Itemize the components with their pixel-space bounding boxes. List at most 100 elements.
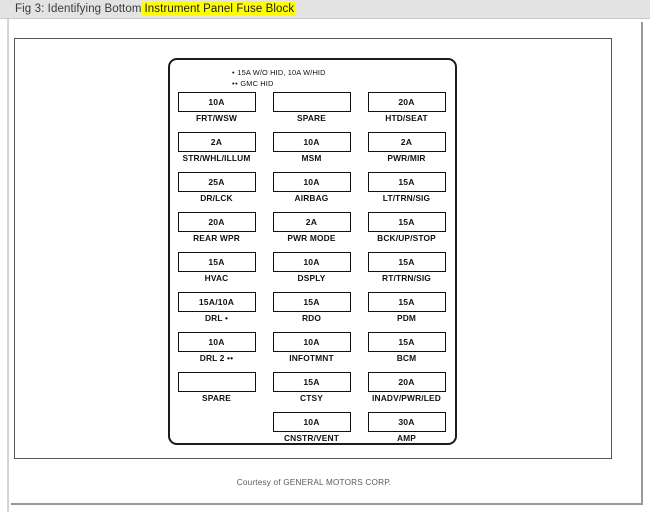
fuse-amperage: 25A [208,176,225,187]
fuse-slot: 10A FRT/WSW [177,92,258,125]
fuse-label: FRT/WSW [195,113,238,123]
fuse-label: REAR WPR [193,233,240,243]
fuse-label: AMP [396,433,417,443]
fuse-box: 10A [177,332,256,352]
fuse-label: CNSTR/VENT [283,433,339,443]
fuse-amperage: 15A/10A [198,296,235,307]
fuse-label: AIRBAG [294,193,329,203]
fuse-label: BCM [396,353,417,363]
footnote-marker-1: • [232,68,236,77]
fuse-box: 15A/10A [177,292,256,312]
courtesy-credit: Courtesy of GENERAL MOTORS CORP. [236,478,392,487]
fuse-slot: 15A BCK/UP/STOP [367,212,448,245]
fuse-box: 10A [272,412,351,432]
fuse-label: RDO [301,313,322,323]
fuse-box: 15A [367,172,446,192]
fuse-slot: 2A STR/WHL/ILLUM [177,132,258,165]
fuse-amperage: 20A [398,376,415,387]
footnote-text-2: GMC HID [240,78,274,88]
fuse-amperage: 15A [398,176,415,187]
fuse-box [272,92,351,112]
fuse-slot: 2A PWR MODE [272,212,353,245]
fuse-amperage: 10A [303,176,320,187]
footnote-text-1: 15A W/O HID, 10A W/HID [237,68,326,77]
fuse-label: DRL 2 •• [199,353,234,363]
fuse-amperage: 10A [303,416,320,427]
fuse-slot: 25A DR/LCK [177,172,258,205]
fuse-amperage: 2A [210,136,223,147]
figure-title-prefix: Fig 3: Identifying Bottom [15,3,142,15]
fuse-box: 15A [367,332,446,352]
fuse-amperage: 10A [303,136,320,147]
fuse-label: SPARE [297,113,326,123]
fuse-label: SPARE [202,393,231,403]
fuse-label: STR/WHL/ILLUM [182,153,251,163]
fuse-slot: 10A CNSTR/VENT [272,412,353,445]
fuse-amperage: 30A [398,416,415,427]
footnote-legend: • 15A W/O HID, 10A W/HID •• GMC HID [232,68,326,89]
fuse-slot: 15A PDM [367,292,448,325]
fuse-amperage: 20A [208,216,225,227]
fuse-amperage: 10A [303,256,320,267]
fuse-box: 20A [367,372,446,392]
fuse-amperage: 2A [305,216,318,227]
instrument-panel-fuse-block: • 15A W/O HID, 10A W/HID •• GMC HID 10A F… [168,58,457,445]
fuse-label: RT/TRN/SIG [382,273,431,283]
fuse-box: 20A [177,212,256,232]
fuse-label: HTD/SEAT [385,113,428,123]
fuse-box: 15A [367,292,446,312]
fuse-label: LT/TRN/SIG [382,193,431,203]
fuse-amperage: 15A [398,336,415,347]
fuse-box: 10A [272,172,351,192]
fuse-amperage: 15A [398,216,415,227]
fuse-slot: 20A HTD/SEAT [367,92,448,125]
fuse-box: 10A [177,92,256,112]
figure-title-highlight: Instrument Panel Fuse Block [141,2,297,16]
fuse-label: PDM [396,313,417,323]
fuse-label: MSM [301,153,322,163]
fuse-slot: 10A MSM [272,132,353,165]
fuse-label: PWR MODE [287,233,336,243]
fuse-amperage: 10A [208,96,225,107]
fuse-slot: 20A INADV/PWR/LED [367,372,448,405]
fuse-slot: SPARE [177,372,258,405]
fuse-label: DR/LCK [200,193,233,203]
fuse-box: 15A [367,212,446,232]
fuse-box: 2A [177,132,256,152]
fuse-box: 15A [367,252,446,272]
fuse-amperage: 20A [398,96,415,107]
fuse-box: 10A [272,332,351,352]
fuse-label: CTSY [300,393,323,403]
fuse-slot: 15A HVAC [177,252,258,285]
fuse-box: 25A [177,172,256,192]
fuse-amperage: 10A [208,336,225,347]
fuse-slot: 30A AMP [367,412,448,445]
fuse-box: 2A [367,132,446,152]
fuse-box: 15A [272,292,351,312]
figure-content-frame: • 15A W/O HID, 10A W/HID •• GMC HID 10A F… [14,38,612,487]
figure-title-bar: Fig 3: Identifying Bottom Instrument Pan… [0,0,650,19]
fuse-box [177,372,256,392]
fuse-amperage: 2A [400,136,413,147]
fuse-slot: 10A AIRBAG [272,172,353,205]
fuse-slot: 15A LT/TRN/SIG [367,172,448,205]
fuse-slot: SPARE [272,92,353,125]
fuse-slot: 15A BCM [367,332,448,365]
footnote-row: • 15A W/O HID, 10A W/HID [232,68,326,79]
fuse-box: 10A [272,132,351,152]
fuse-box: 15A [177,252,256,272]
fuse-slot: 10A DRL 2 •• [177,332,258,365]
fuse-amperage: 15A [398,296,415,307]
fuse-box: 20A [367,92,446,112]
fuse-label: INADV/PWR/LED [372,393,441,403]
fuse-slot: 20A REAR WPR [177,212,258,245]
fuse-amperage: 15A [303,296,320,307]
fuse-amperage: 15A [208,256,225,267]
fuse-label: HVAC [204,273,229,283]
fuse-label: BCK/UP/STOP [377,233,436,243]
